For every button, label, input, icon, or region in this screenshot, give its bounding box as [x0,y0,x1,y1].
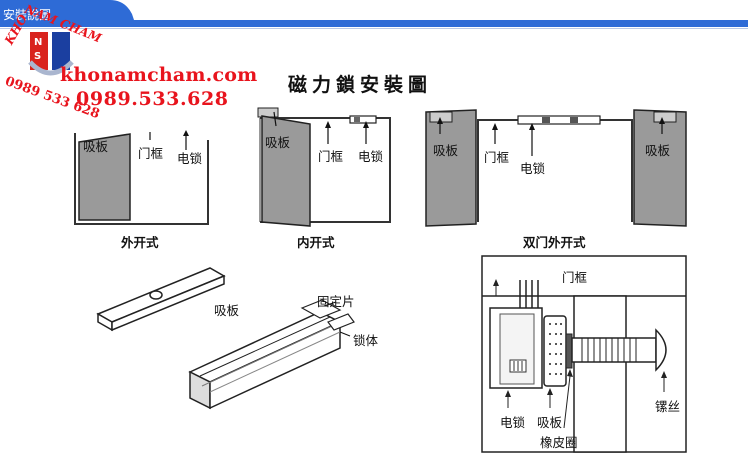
outward-caption: 外开式 [121,235,159,250]
double-label-lock: 电锁 [520,161,546,176]
brand-logo-icon: N S [28,32,74,76]
double-label-frame: 门框 [484,150,510,165]
outward-label-lock: 电锁 [177,151,203,166]
logo-letter-n: N [34,37,42,48]
header-title: 安裝說圖 [3,8,52,22]
double-label-plate-right: 吸板 [645,143,671,158]
detail-label-rubber: 橡皮圈 [540,435,578,450]
inward-label-plate: 吸板 [265,135,291,150]
inward-door-drawing [257,107,391,227]
double-caption: 双门外开式 [523,235,586,250]
detail-label-lock: 电锁 [500,415,526,430]
double-door-drawing [425,109,687,227]
outward-label-plate: 吸板 [83,139,109,154]
watermark-phone: 0989.533.628 [76,88,229,110]
detail-label-frame: 门框 [562,270,588,285]
inward-label-lock: 电锁 [358,149,384,164]
detail-section-drawing [481,255,687,453]
diagram-title: 磁力鎖安裝圖 [288,74,433,96]
header-bar [0,0,748,29]
detail-label-screw: 镙丝 [655,399,681,414]
logo-letter-s: S [34,51,41,62]
outward-door-drawing [74,130,209,225]
watermark-site: khonamcham.com [60,64,258,86]
part-label-plate: 吸板 [214,303,240,318]
part-label-lock-body: 锁体 [353,333,379,348]
outward-label-frame: 门框 [138,146,164,161]
inward-label-frame: 门框 [318,149,344,164]
parts-drawing [96,267,355,410]
part-label-bracket: 固定片 [317,294,355,309]
inward-caption: 内开式 [297,235,335,250]
detail-label-plate: 吸板 [537,415,563,430]
double-label-plate-left: 吸板 [433,143,459,158]
